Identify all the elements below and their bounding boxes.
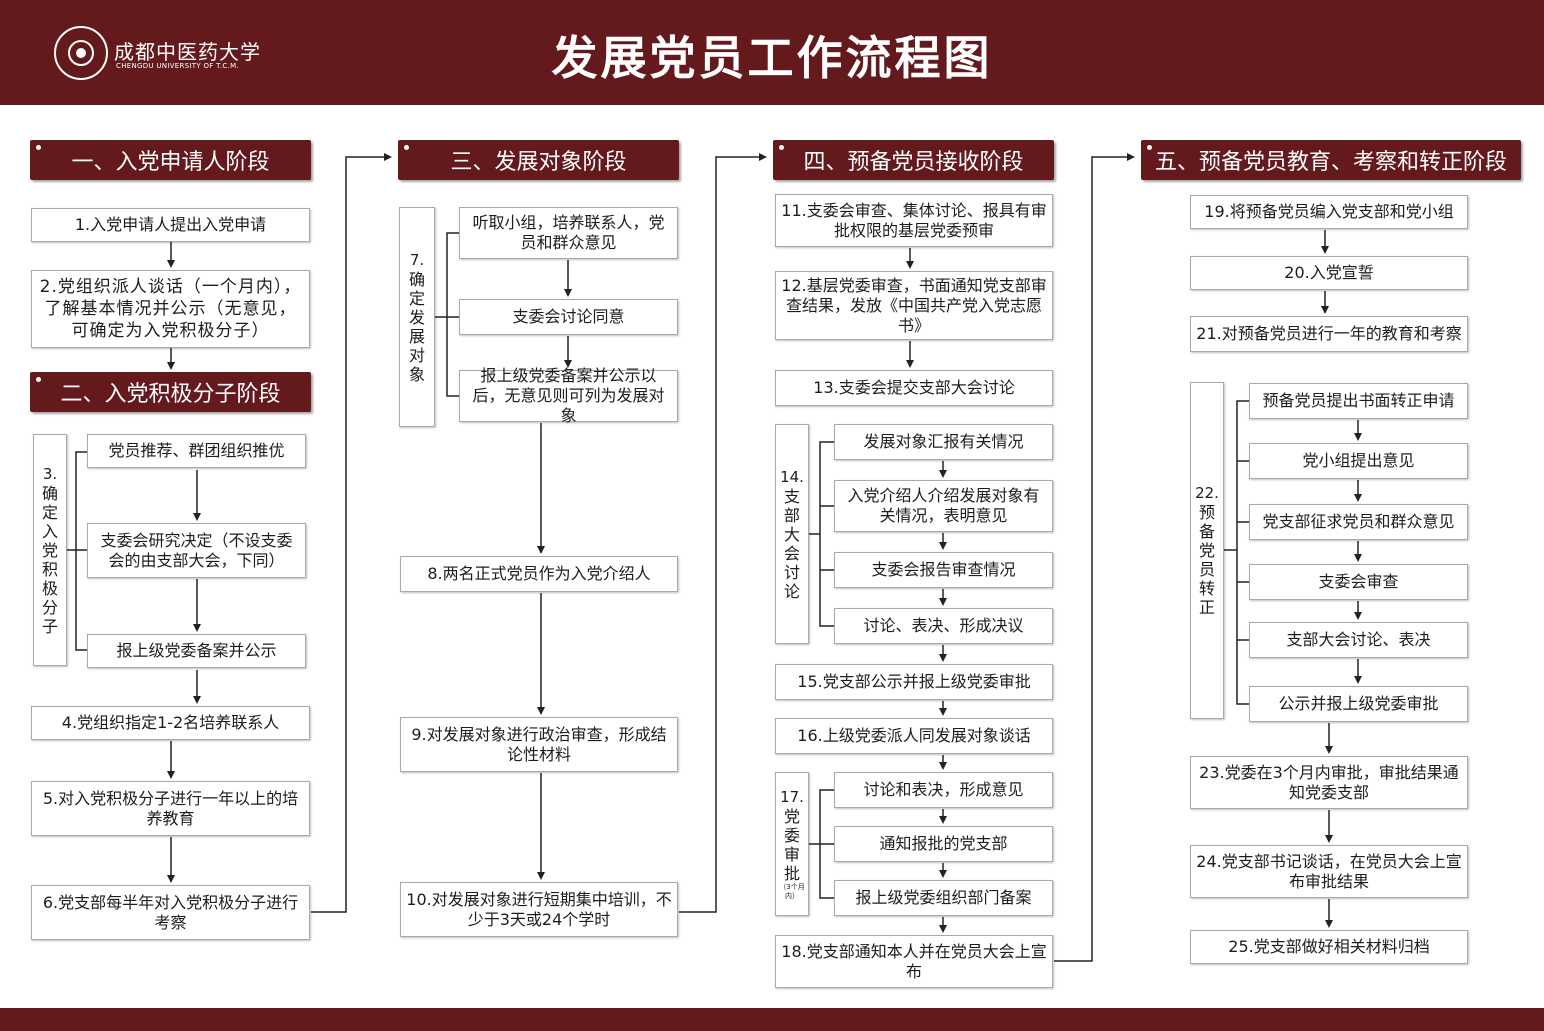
step-14a: 发展对象汇报有关情况 [834, 424, 1053, 460]
arrowhead [1354, 494, 1362, 502]
step-20: 20.入党宣誓 [1190, 256, 1468, 290]
stage-1-header: 一、入党申请人阶段 [30, 140, 311, 180]
arrowhead [939, 470, 947, 478]
stage-5-header: 五、预备党员教育、考察和转正阶段 [1141, 140, 1521, 180]
header-band: 成都中医药大学 CHENGDU UNIVERSITY OF T.C.M. 发展党… [0, 0, 1544, 105]
page-title: 发展党员工作流程图 [551, 31, 993, 85]
step-22c: 党支部征求党员和群众意见 [1249, 504, 1468, 540]
step-3c: 报上级党委备案并公示 [87, 634, 306, 668]
step-1: 1.入党申请人提出入党申请 [31, 208, 310, 242]
step-5: 5.对入党积极分子进行一年以上的培养教育 [31, 781, 310, 836]
step-7a: 听取小组，培养联系人，党员和群众意见 [459, 207, 678, 259]
arrowhead [939, 542, 947, 550]
arrowhead [193, 513, 201, 521]
step-7b: 支委会讨论同意 [459, 299, 678, 335]
bracket-step-22 [1236, 400, 1249, 705]
step-3-label: 3. 确定入党积极分子 [33, 434, 67, 666]
arrowhead [537, 546, 545, 554]
step-22-label: 22. 预备党员转正 [1190, 382, 1224, 719]
step-14d: 讨论、表决、形成决议 [834, 608, 1053, 644]
arrowhead [564, 289, 572, 297]
stage-4-header: 四、预备党员接收阶段 [773, 140, 1054, 180]
arrowhead [537, 872, 545, 880]
step-8: 8.两名正式党员作为入党介绍人 [400, 556, 678, 592]
arrowhead [1321, 246, 1329, 254]
arrowhead [939, 925, 947, 933]
arrow-right [311, 156, 386, 913]
step-4: 4.党组织指定1-2名培养联系人 [31, 706, 310, 740]
step-22e: 支部大会讨论、表决 [1249, 622, 1468, 658]
step-17c: 报上级党委组织部门备案 [834, 880, 1053, 916]
arrow-right [679, 156, 761, 913]
arrowhead [1325, 835, 1333, 843]
bracket-step-3 [75, 451, 87, 651]
stage-2-header: 二、入党积极分子阶段 [30, 372, 311, 412]
step-22d: 支委会审查 [1249, 564, 1468, 600]
arrowhead [939, 762, 947, 770]
step-22a: 预备党员提出书面转正申请 [1249, 383, 1468, 419]
arrowhead [1354, 612, 1362, 620]
step-17-label: 17. 党委审批 （3个月内） [775, 772, 809, 916]
step-7c: 报上级党委备案并公示以后，无意见则可列为发展对象 [459, 366, 678, 425]
step-25: 25.党支部做好相关材料归档 [1190, 930, 1468, 964]
arrowhead [759, 153, 767, 161]
footer-band [0, 1008, 1544, 1031]
step-3a: 党员推荐、群团组织推优 [87, 434, 306, 468]
step-10: 10.对发展对象进行短期集中培训，不少于3天或24个学时 [400, 882, 678, 937]
bracket-step-7 [446, 232, 459, 397]
step-22b: 党小组提出意见 [1249, 443, 1468, 479]
arrowhead [167, 260, 175, 268]
university-name-en: CHENGDU UNIVERSITY OF T.C.M. [116, 62, 239, 70]
step-13: 13.支委会提交支部大会讨论 [775, 370, 1053, 406]
arrowhead [1354, 676, 1362, 684]
arrowhead [167, 362, 175, 370]
arrowhead [384, 153, 392, 161]
step-12: 12.基层党委审查，书面通知党支部审查结果，发放《中国共产党入党志愿书》 [775, 271, 1053, 340]
step-17b: 通知报批的党支部 [834, 826, 1053, 862]
arrowhead [167, 875, 175, 883]
arrowhead [167, 771, 175, 779]
bracket-step-14 [819, 441, 834, 627]
step-9: 9.对发展对象进行政治审查，形成结论性材料 [400, 717, 678, 772]
university-name-cn: 成都中医药大学 [114, 40, 261, 64]
step-19: 19.将预备党员编入党支部和党小组 [1190, 195, 1468, 229]
arrowhead [1325, 920, 1333, 928]
arrowhead [193, 696, 201, 704]
arrowhead [1325, 746, 1333, 754]
step-7-label: 7. 确定发展对象 [399, 207, 435, 427]
arrowhead [906, 360, 914, 368]
step-23: 23.党委在3个月内审批，审批结果通知党委支部 [1190, 756, 1468, 809]
arrowhead [564, 360, 572, 368]
arrowhead [1354, 554, 1362, 562]
arrowhead [939, 870, 947, 878]
arrowhead [939, 654, 947, 662]
step-14b: 入党介绍人介绍发展对象有关情况，表明意见 [834, 480, 1053, 532]
step-11: 11.支委会审查、集体讨论、报具有审批权限的基层党委预审 [775, 194, 1053, 247]
arrowhead [537, 707, 545, 715]
step-24: 24.党支部书记谈话，在党员大会上宣布审批结果 [1190, 845, 1468, 898]
step-14c: 支委会报告审查情况 [834, 552, 1053, 588]
step-14-label: 14. 支部大会讨论 [775, 424, 809, 644]
step-3b: 支委会研究决定（不设支委会的由支部大会，下同） [87, 523, 306, 578]
arrowhead [939, 816, 947, 824]
university-emblem-icon [54, 26, 108, 80]
step-22f: 公示并报上级党委审批 [1249, 686, 1468, 722]
step-21: 21.对预备党员进行一年的教育和考察 [1190, 316, 1468, 352]
step-16: 16.上级党委派人同发展对象谈话 [775, 718, 1053, 754]
arrowhead [906, 261, 914, 269]
step-17a: 讨论和表决，形成意见 [834, 772, 1053, 808]
arrowhead [939, 598, 947, 606]
step-18: 18.党支部通知本人并在党员大会上宣布 [775, 935, 1053, 988]
stage-3-header: 三、发展对象阶段 [398, 140, 679, 180]
step-6: 6.党支部每半年对入党积极分子进行考察 [31, 885, 310, 940]
step-15: 15.党支部公示并报上级党委审批 [775, 664, 1053, 700]
arrowhead [1321, 306, 1329, 314]
arrowhead [1354, 433, 1362, 441]
step-2: 2.党组织派人谈话（一个月内），了解基本情况并公示（无意见，可确定为入党积极分子… [31, 270, 310, 348]
arrow-right [1054, 156, 1129, 962]
arrowhead [939, 708, 947, 716]
arrowhead [193, 624, 201, 632]
arrowhead [1127, 153, 1135, 161]
